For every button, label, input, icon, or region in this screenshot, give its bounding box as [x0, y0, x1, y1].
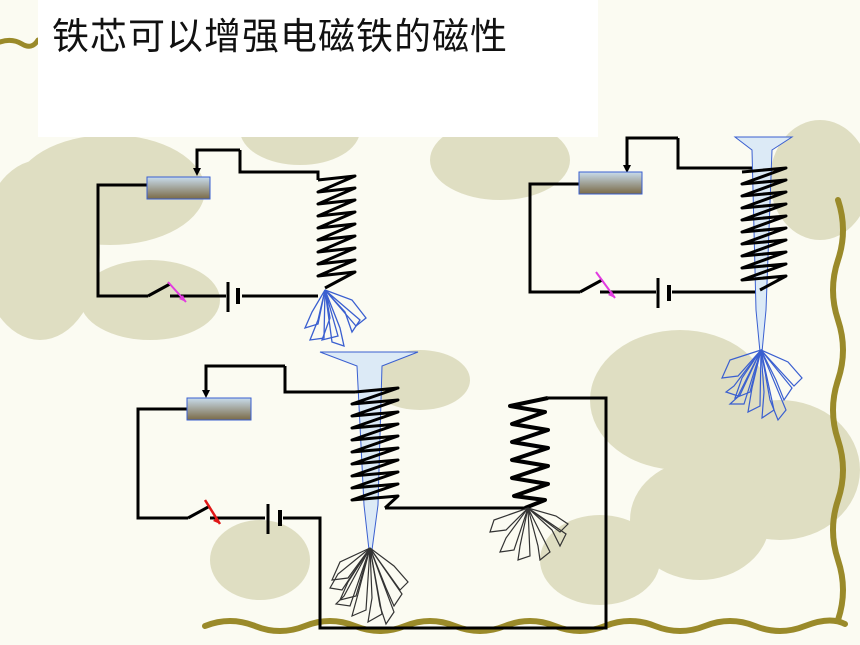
- vine-border-topleft: [0, 37, 41, 49]
- switch-icon: [579, 271, 616, 299]
- circuit-wires: [136, 364, 608, 630]
- vine-border-bottom: [202, 617, 848, 634]
- circuit-no-core: [96, 148, 367, 347]
- arrow-icon: [623, 165, 631, 173]
- title-backdrop: [38, 0, 598, 137]
- paper-clips-icon: [489, 507, 569, 562]
- arrow-icon: [193, 168, 201, 176]
- switch-icon: [147, 281, 187, 303]
- circuit-comparison: [136, 351, 608, 630]
- coil-icon: [740, 166, 788, 292]
- rheostat-icon: [578, 171, 643, 195]
- battery-icon: [266, 504, 282, 534]
- arrow-icon: [202, 390, 210, 398]
- coil-icon: [508, 396, 550, 510]
- rheostat-icon: [146, 176, 211, 200]
- paper-clips-icon: [329, 547, 409, 626]
- coil-icon: [350, 386, 400, 510]
- coil-icon: [316, 174, 357, 290]
- rheostat-icon: [186, 397, 252, 421]
- vine-border-right: [830, 197, 846, 623]
- circuit-with-core: [528, 136, 803, 422]
- circuit-wires: [96, 148, 320, 298]
- paper-clips-icon: [721, 348, 803, 422]
- battery-icon: [226, 282, 240, 312]
- battery-icon: [656, 278, 671, 308]
- slide-title: 铁芯可以增强电磁铁的磁性: [52, 15, 508, 58]
- switch-icon: [187, 499, 222, 525]
- paper-clips-icon: [303, 289, 367, 347]
- circuit-wires: [528, 136, 760, 294]
